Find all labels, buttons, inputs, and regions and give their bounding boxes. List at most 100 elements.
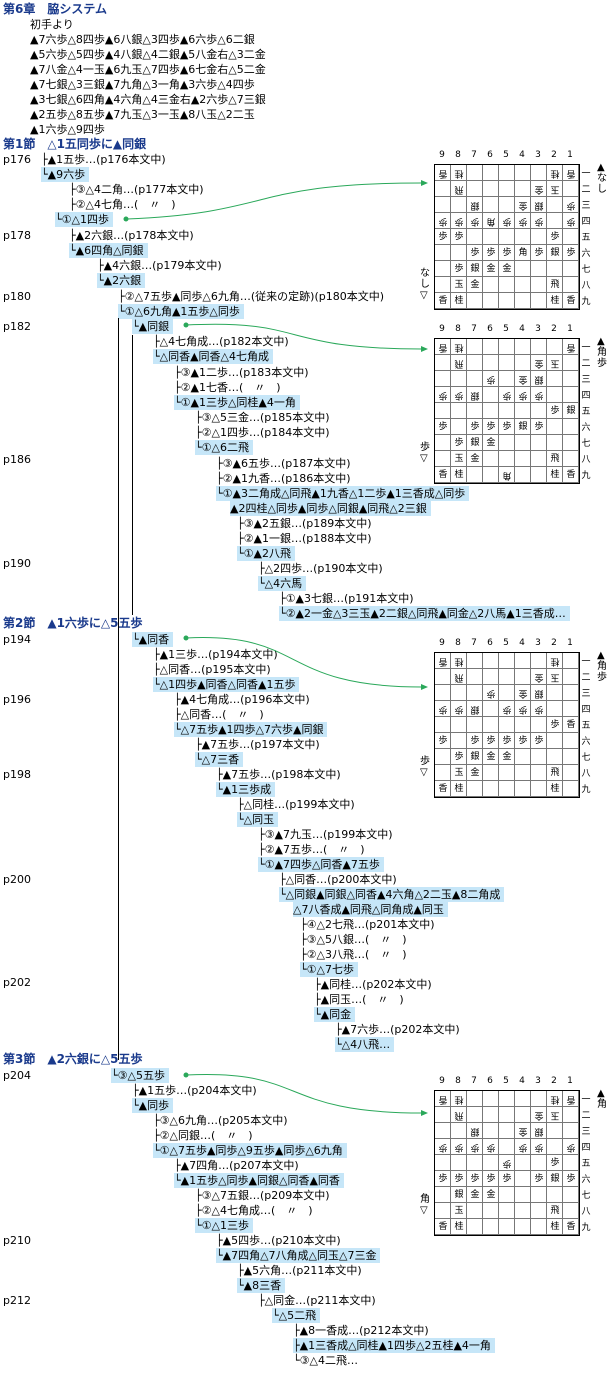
board-square [515, 733, 531, 749]
board-square [563, 213, 579, 229]
sente-piece: 飛 [550, 280, 560, 290]
board-square [483, 717, 499, 733]
board-square [483, 765, 499, 781]
board-square [531, 653, 547, 669]
file-number: 6 [487, 638, 493, 648]
file-number: 3 [535, 150, 541, 160]
board-square [435, 749, 451, 765]
board-square [515, 781, 531, 797]
branch-connector: └ [195, 441, 202, 454]
gote-piece: 金 [534, 358, 544, 368]
board-square [483, 1187, 499, 1203]
board-square [467, 371, 483, 387]
board-square [467, 197, 483, 213]
board-square [499, 717, 515, 733]
gote-piece: 桂 [550, 656, 560, 666]
board-square [499, 733, 515, 749]
move-text: ③△4二飛… [299, 1354, 358, 1367]
board-square [547, 1139, 563, 1155]
board-square [547, 733, 563, 749]
tree-node: ├▲4六銀…(p179本文中) [97, 258, 222, 273]
branch-connector: └ [195, 1219, 202, 1232]
board-square [531, 685, 547, 701]
gote-piece: 角 [502, 470, 512, 480]
board-square [451, 277, 467, 293]
page-ref: p182 [3, 320, 31, 333]
branch-connector: └ [132, 633, 139, 646]
branch-connector: ├ [300, 948, 307, 961]
board-square [499, 261, 515, 277]
tree-node: └△5二飛 [272, 1308, 321, 1323]
tree-node: └▲7四角△7八角成△同玉△7三金 [216, 1248, 381, 1263]
board-square [563, 245, 579, 261]
board-square [499, 1203, 515, 1219]
board-square [483, 1139, 499, 1155]
branch-connector: └ [300, 963, 307, 976]
opening-line: ▲1六歩△9四歩 [30, 123, 105, 136]
board-square [515, 355, 531, 371]
board-square [435, 685, 451, 701]
gote-hand: ▲角 [597, 1088, 607, 1110]
move-text: △4八飛… [341, 1038, 391, 1051]
sente-piece: 角 [518, 248, 528, 258]
tree-node: ├②▲7五歩…( 〃 ) [258, 842, 365, 857]
board-square [515, 371, 531, 387]
move-text: ②△4七角成…( 〃 ) [201, 1204, 313, 1217]
board-square [435, 717, 451, 733]
rank-number: 五 [581, 233, 591, 243]
rank-number: 六 [581, 737, 591, 747]
move-text: ▲7六歩…(p202本文中) [341, 1023, 460, 1036]
board-square [467, 403, 483, 419]
branch-connector: ├ [293, 1324, 300, 1337]
gote-piece: 歩 [518, 216, 528, 226]
sente-piece: 歩 [534, 248, 544, 258]
rank-number: 一 [581, 657, 591, 667]
shogi-board: 香桂桂香飛金玉金銀銀歩歩歩角歩歩歩歩歩歩歩歩歩歩歩角歩銀歩歩銀金金飛玉金香桂桂香 [434, 164, 580, 310]
board-square [531, 261, 547, 277]
file-number: 7 [471, 638, 477, 648]
board-square [531, 1219, 547, 1235]
board-square [435, 261, 451, 277]
board-square [467, 1203, 483, 1219]
gote-piece: 歩 [454, 1142, 464, 1152]
board-square [515, 1219, 531, 1235]
file-number: 2 [551, 1076, 557, 1086]
gote-piece: 歩 [438, 704, 448, 714]
move-text: ▲1五歩…(p176本文中) [47, 153, 166, 166]
board-square [547, 261, 563, 277]
gote-piece: 歩 [502, 704, 512, 714]
board-square [547, 387, 563, 403]
gote-piece: 香 [566, 1094, 576, 1104]
tree-node: └▲同香 [132, 632, 174, 647]
board-square [499, 1123, 515, 1139]
sente-piece: 玉 [454, 1206, 464, 1216]
board-square [467, 165, 483, 181]
sente-piece: 歩 [470, 422, 480, 432]
board-square [451, 717, 467, 733]
sente-piece: 金 [502, 752, 512, 762]
board-square [451, 213, 467, 229]
board-square [467, 1219, 483, 1235]
board-square [451, 419, 467, 435]
board-square [467, 1187, 483, 1203]
tree-node: └△4六馬 [258, 576, 307, 591]
move-text: ①▲3二角成△同飛▲1九香△1二歩▲1三香成△同歩 [222, 487, 466, 500]
board-square [483, 245, 499, 261]
move-text: ▲5四歩…(p210本文中) [222, 1234, 341, 1247]
move-text: ▲同銀 [138, 320, 170, 333]
gote-piece: 玉 [550, 358, 560, 368]
gote-piece: 歩 [438, 216, 448, 226]
board-square [499, 451, 515, 467]
board-square [499, 685, 515, 701]
board-square [563, 749, 579, 765]
page-ref: p180 [3, 290, 31, 303]
tree-node: └▲1五歩△同歩▲同銀△同香▲同香 [174, 1173, 344, 1188]
branch-connector: ├ [153, 663, 160, 676]
board-square [499, 1091, 515, 1107]
board-square [531, 165, 547, 181]
board-square [547, 1219, 563, 1235]
move-text: ▲2六銀 [103, 274, 142, 287]
board-square [483, 669, 499, 685]
sente-piece: 歩 [534, 422, 544, 432]
board-square [531, 1107, 547, 1123]
